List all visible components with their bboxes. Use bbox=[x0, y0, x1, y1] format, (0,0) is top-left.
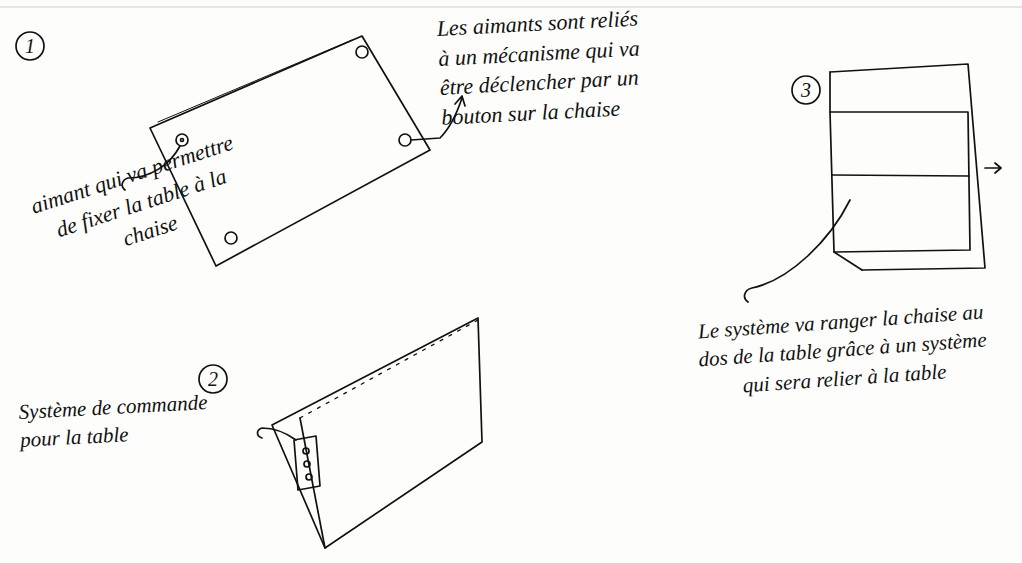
table-back bbox=[830, 64, 985, 270]
button-symbol bbox=[306, 474, 312, 480]
callout-circle bbox=[199, 365, 227, 393]
magnet-symbol bbox=[399, 134, 411, 146]
button-symbol bbox=[304, 461, 310, 467]
hidden-edge bbox=[300, 320, 478, 418]
callout-number: 2 bbox=[199, 366, 227, 392]
callout-circle bbox=[792, 76, 820, 104]
callout-circle bbox=[16, 32, 44, 60]
annotation-text: Le système va ranger la chaise au dos de… bbox=[690, 297, 995, 403]
direction-arrow bbox=[985, 163, 1001, 173]
magnet-symbol bbox=[356, 46, 368, 58]
magnet-symbol bbox=[225, 232, 237, 244]
chair-band bbox=[832, 175, 969, 176]
annotation-text: Système de commande pour la table bbox=[18, 388, 221, 455]
page-border bbox=[0, 7, 1022, 8]
table-edge bbox=[830, 72, 862, 270]
leader-line bbox=[745, 200, 850, 302]
annotation-text: aimant qui va permettre de fixer la tabl… bbox=[18, 125, 264, 281]
leader-line bbox=[258, 428, 297, 440]
table-body bbox=[272, 318, 482, 548]
table-edge bbox=[158, 40, 352, 122]
button-symbol bbox=[303, 448, 309, 454]
callout-number: 3 bbox=[792, 77, 820, 103]
magnet-symbol bbox=[181, 139, 184, 142]
annotation-text: Les aimants sont reliés à un mécanisme q… bbox=[436, 3, 657, 133]
chair-storage bbox=[830, 112, 970, 252]
callout-number: 1 bbox=[16, 33, 44, 59]
control-panel bbox=[294, 436, 320, 490]
